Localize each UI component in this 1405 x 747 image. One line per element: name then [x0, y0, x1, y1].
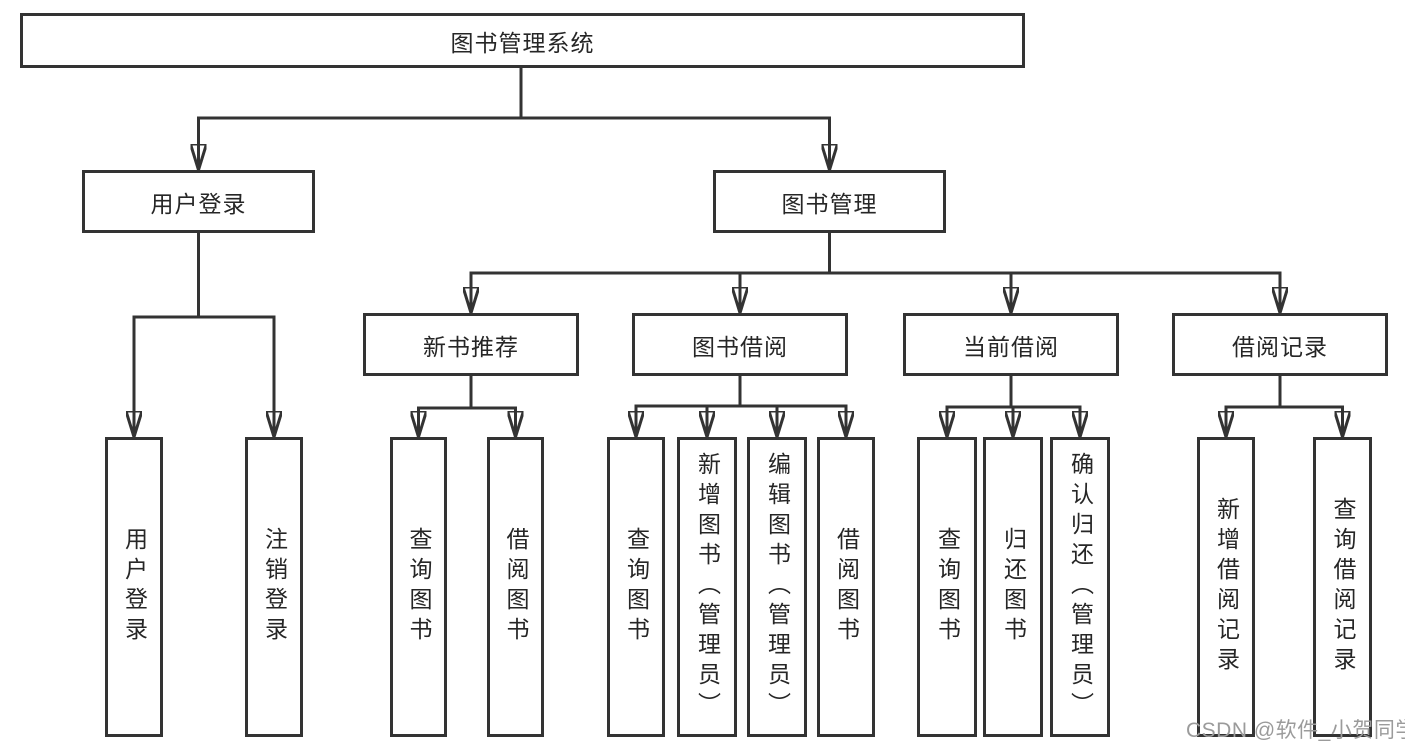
- node-library-system: 图书管理系统: [20, 13, 1025, 68]
- leaf-add-borrow-record: 新增借阅记录: [1197, 437, 1255, 737]
- node-label: 用户登录: [121, 527, 148, 647]
- node-user-login: 用户登录: [82, 170, 315, 233]
- node-label: 用户登录: [150, 190, 247, 217]
- node-label: 编辑图书（管理员）: [764, 452, 791, 722]
- node-label: 新增图书（管理员）: [694, 452, 721, 722]
- node-label: 注销登录: [261, 527, 288, 647]
- leaf-confirm-return-admin: 确认归还（管理员）: [1050, 437, 1110, 737]
- leaf-return-books: 归还图书: [983, 437, 1043, 737]
- node-label: 图书管理系统: [450, 29, 595, 56]
- node-book-management: 图书管理: [713, 170, 946, 233]
- leaf-add-books-admin: 新增图书（管理员）: [677, 437, 737, 737]
- csdn-watermark: CSDN @软件_小贺同学: [1186, 719, 1405, 742]
- node-label: 图书借阅: [692, 333, 788, 360]
- leaf-borrow-books: 借阅图书: [817, 437, 875, 737]
- node-label: 借阅图书: [833, 527, 860, 647]
- leaf-borrow-books: 借阅图书: [487, 437, 544, 737]
- connectors: [134, 66, 1343, 439]
- node-label: 查询图书: [934, 527, 961, 647]
- leaf-query-books: 查询图书: [607, 437, 665, 737]
- node-book-borrowing: 图书借阅: [632, 313, 848, 376]
- node-new-book-recommendation: 新书推荐: [363, 313, 579, 376]
- node-current-borrowing: 当前借阅: [903, 313, 1119, 376]
- node-label: 查询图书: [406, 527, 432, 647]
- leaf-query-books: 查询图书: [390, 437, 447, 737]
- node-borrowing-records: 借阅记录: [1172, 313, 1388, 376]
- node-label: 图书管理: [781, 190, 878, 217]
- node-label: 确认归还（管理员）: [1067, 452, 1094, 722]
- leaf-user-login: 用户登录: [105, 437, 163, 737]
- node-label: 当前借阅: [963, 333, 1059, 360]
- leaf-query-books: 查询图书: [917, 437, 977, 737]
- leaf-logout-login: 注销登录: [245, 437, 303, 737]
- leaf-query-borrow-record: 查询借阅记录: [1313, 437, 1372, 737]
- node-label: 查询图书: [623, 527, 650, 647]
- node-label: 借阅记录: [1232, 333, 1328, 360]
- node-label: 查询借阅记录: [1330, 497, 1356, 677]
- node-label: 新书推荐: [423, 333, 519, 360]
- node-label: 借阅图书: [503, 527, 529, 647]
- leaf-edit-books-admin: 编辑图书（管理员）: [747, 437, 807, 737]
- node-label: 归还图书: [1000, 527, 1027, 647]
- node-label: 新增借阅记录: [1213, 497, 1240, 677]
